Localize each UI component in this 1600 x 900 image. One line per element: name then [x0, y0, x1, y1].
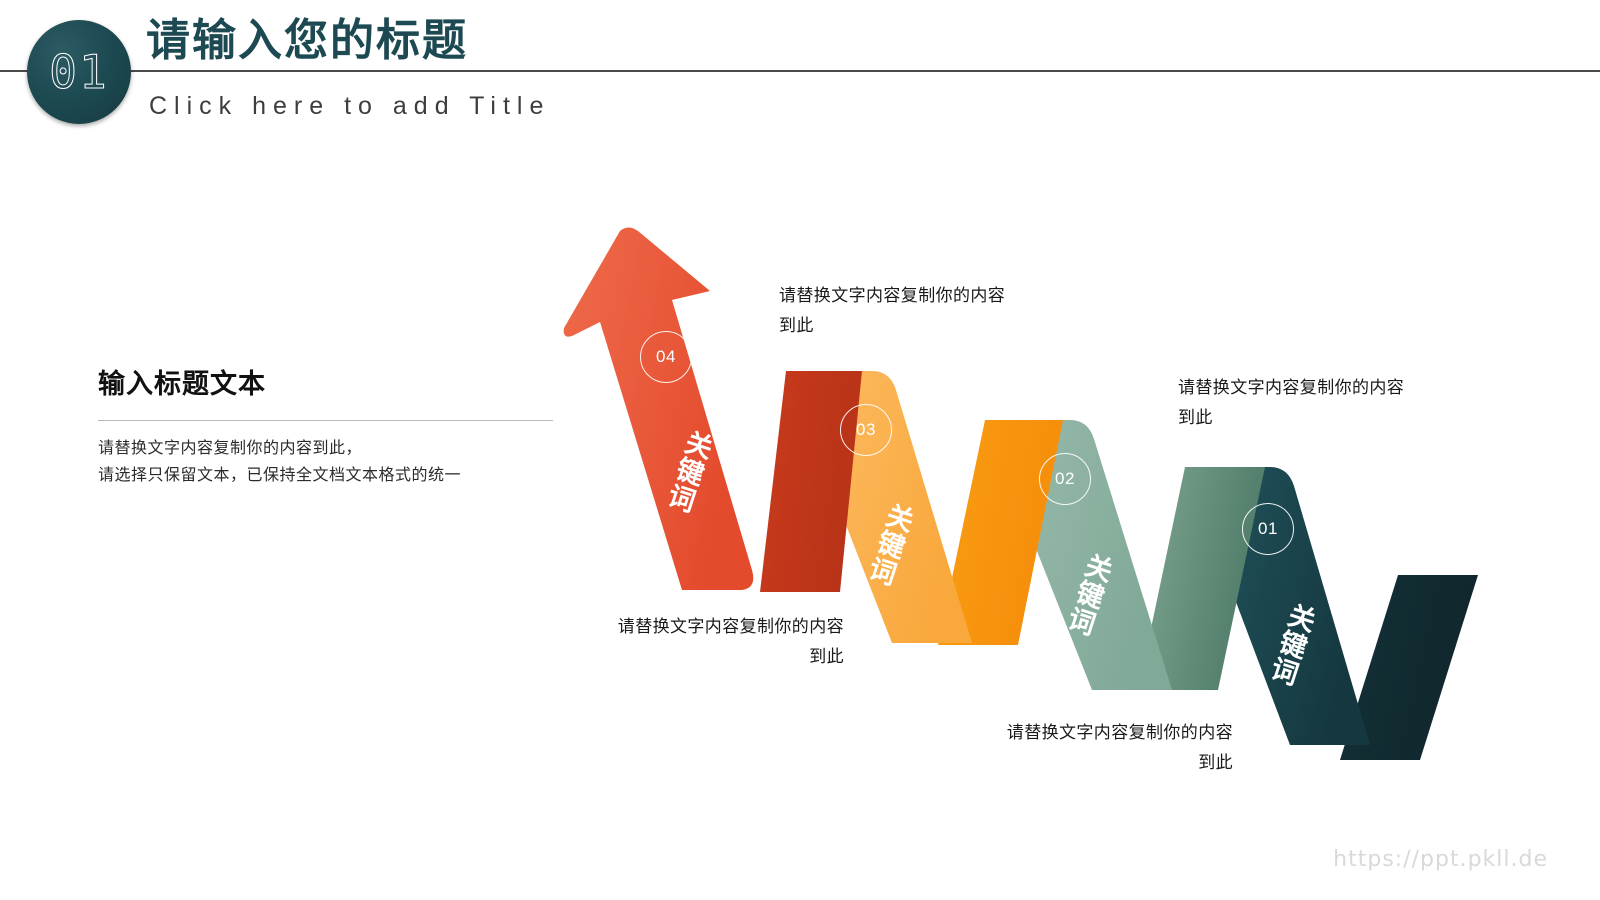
left-panel-body: 请替换文字内容复制你的内容到此， 请选择只保留文本，已保持全文档文本格式的统一 — [98, 436, 558, 489]
left-panel-divider — [98, 420, 553, 422]
step-caption-01: 请替换文字内容复制你的内容 到此 — [1178, 373, 1404, 433]
site-watermark: https://ppt.pkll.de — [1333, 847, 1548, 872]
step-number-01: 01 — [1258, 519, 1278, 538]
step-caption-02: 请替换文字内容复制你的内容 到此 — [965, 718, 1233, 778]
step-circle-04[interactable]: 04 — [640, 331, 692, 383]
step-caption-03-line-2: 到此 — [779, 315, 814, 335]
step-number-02: 02 — [1055, 469, 1075, 488]
page-subtitle: Click here to add Title — [149, 92, 551, 120]
step-circle-02[interactable]: 02 — [1039, 453, 1091, 505]
header-divider-line — [0, 70, 1600, 72]
left-panel-body-line-2: 请选择只保留文本，已保持全文档文本格式的统一 — [98, 466, 462, 484]
left-text-panel: 输入标题文本 请替换文字内容复制你的内容到此， 请选择只保留文本，已保持全文档文… — [98, 368, 558, 489]
step-caption-04-line-1: 请替换文字内容复制你的内容 — [617, 617, 844, 636]
section-number-badge: 01 — [27, 20, 131, 124]
section-number-label: 01 — [49, 45, 109, 100]
step-caption-02-line-1: 请替换文字内容复制你的内容 — [1006, 723, 1233, 742]
step-caption-04: 请替换文字内容复制你的内容 到此 — [579, 612, 844, 672]
step-caption-03-line-1: 请替换文字内容复制你的内容 — [779, 286, 1006, 305]
ribbon-segment-04 — [563, 227, 862, 592]
left-panel-body-line-1: 请替换文字内容复制你的内容到此， — [98, 440, 363, 458]
step-caption-04-line-2: 到此 — [809, 646, 844, 666]
step-number-04: 04 — [656, 347, 676, 366]
step-number-03: 03 — [856, 420, 876, 439]
page-title: 请输入您的标题 — [146, 16, 468, 65]
left-panel-title: 输入标题文本 — [98, 369, 266, 399]
step-circle-03[interactable]: 03 — [840, 404, 892, 456]
step-caption-03: 请替换文字内容复制你的内容 到此 — [779, 281, 1005, 341]
step-caption-01-line-1: 请替换文字内容复制你的内容 — [1178, 378, 1405, 397]
step-caption-02-line-2: 到此 — [1198, 752, 1233, 772]
step-caption-01-line-2: 到此 — [1178, 407, 1213, 427]
step-circle-01[interactable]: 01 — [1242, 503, 1294, 555]
